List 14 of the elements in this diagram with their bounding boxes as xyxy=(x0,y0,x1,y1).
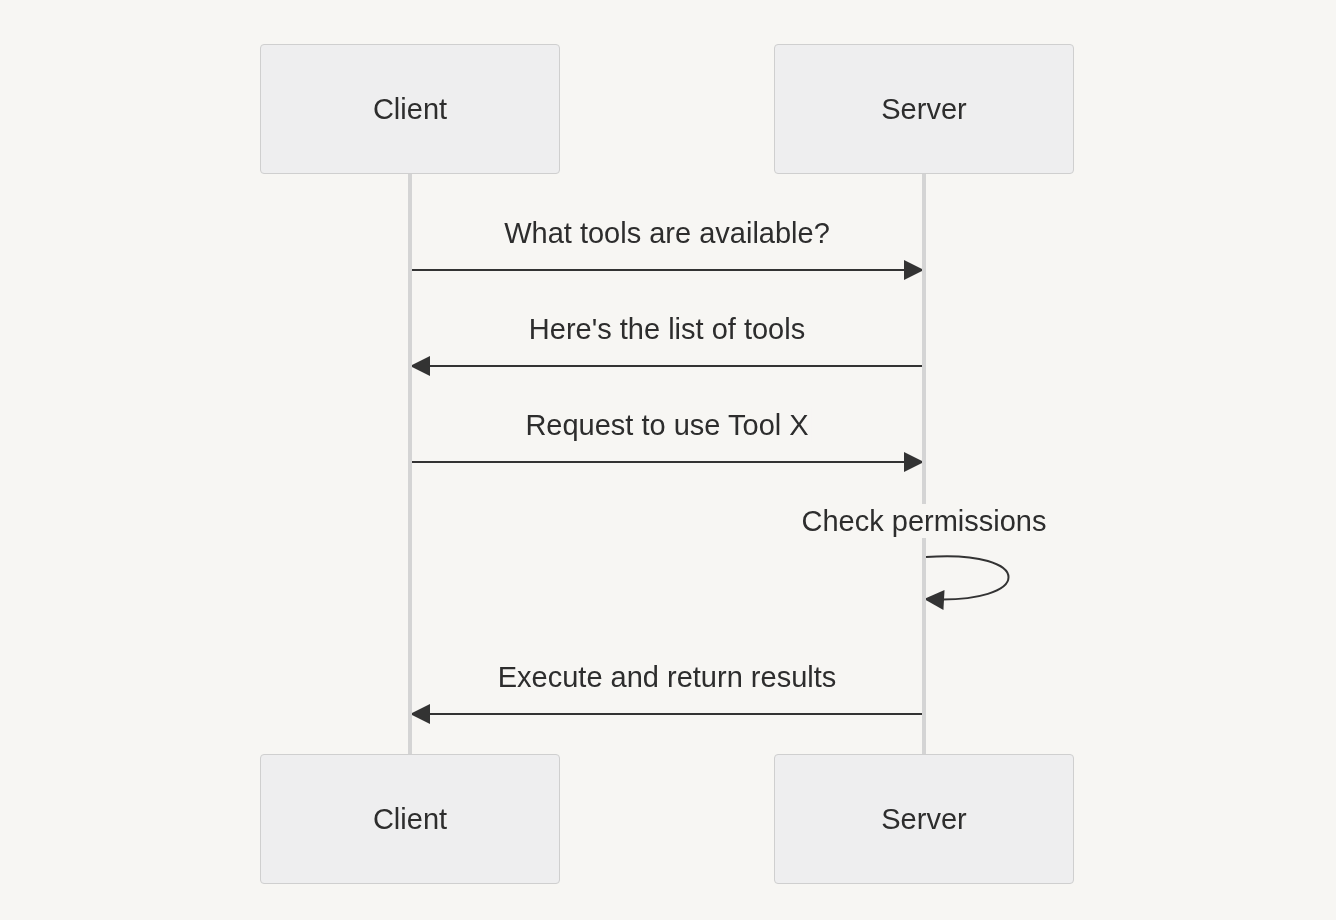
participant-name: Client xyxy=(372,92,448,126)
participant-name: Server xyxy=(881,92,967,126)
message-arrow xyxy=(410,356,923,376)
participant-box xyxy=(774,44,1074,174)
participant-box xyxy=(260,44,560,174)
participant-box xyxy=(774,754,1074,884)
lifeline xyxy=(408,174,412,754)
message-arrow xyxy=(411,260,924,280)
message-arrow xyxy=(411,452,924,472)
participant-box xyxy=(260,754,560,884)
self-message-arrow xyxy=(924,555,1010,610)
participant-name: Server xyxy=(881,802,967,836)
message-arrow xyxy=(410,704,923,724)
participant-name: Client xyxy=(372,802,448,836)
